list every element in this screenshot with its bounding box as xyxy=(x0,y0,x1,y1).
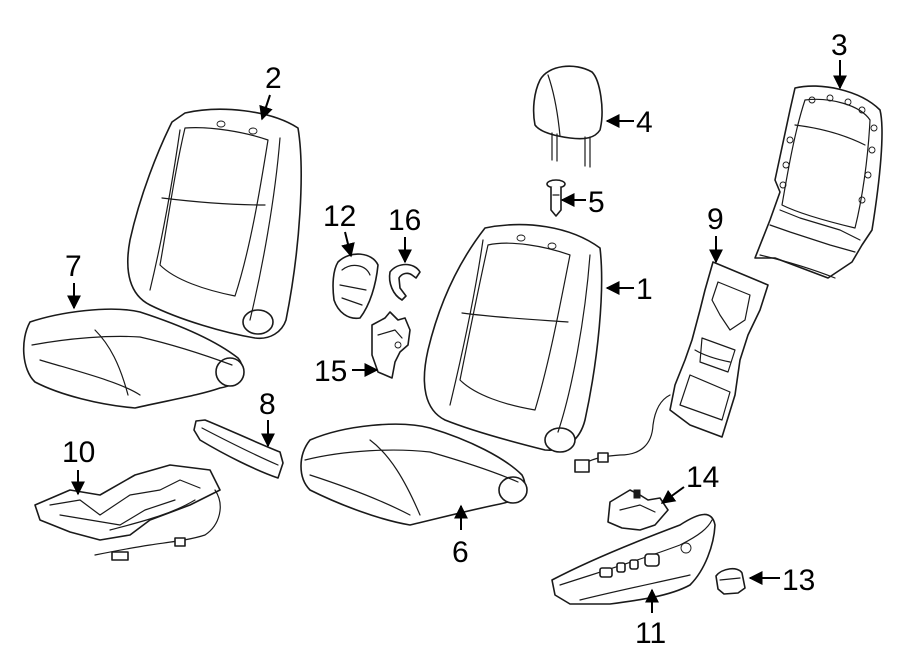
seat-back-cover-left xyxy=(127,108,302,340)
callout-8: 8 xyxy=(259,388,276,421)
callout-11: 11 xyxy=(635,617,666,650)
callout-3: 3 xyxy=(831,29,848,62)
callout-14: 14 xyxy=(686,461,719,494)
callout-6: 6 xyxy=(452,536,469,569)
recliner-cover xyxy=(332,253,379,320)
callout-7: 7 xyxy=(65,250,82,283)
adjuster-knob xyxy=(715,567,746,595)
arrow-12 xyxy=(341,231,355,258)
callout-4: 4 xyxy=(636,106,653,139)
arrow-14 xyxy=(660,486,685,504)
callout-5: 5 xyxy=(588,186,605,219)
arrow-2 xyxy=(259,94,273,121)
callout-16: 16 xyxy=(388,204,421,237)
headrest xyxy=(532,65,603,168)
callout-labels: 1 2 3 4 5 6 7 8 9 10 11 12 13 14 15 16 xyxy=(62,29,848,650)
callout-9: 9 xyxy=(707,203,724,236)
mounting-bracket xyxy=(371,311,411,379)
cushion-heater-left xyxy=(34,464,221,561)
trim-clip xyxy=(388,263,421,301)
callout-2: 2 xyxy=(265,62,282,95)
side-trim-panel xyxy=(193,419,284,479)
callout-arrows xyxy=(67,60,847,613)
callout-13: 13 xyxy=(782,564,815,597)
seat-back-frame xyxy=(754,85,883,279)
headrest-guide xyxy=(546,179,566,217)
seat-cushion-cover-left xyxy=(22,308,245,409)
callout-1: 1 xyxy=(636,273,653,306)
seat-back-heater xyxy=(574,261,769,473)
callout-15: 15 xyxy=(314,355,347,388)
seat-back-cover-center xyxy=(423,223,603,453)
switch-bracket xyxy=(607,489,669,531)
callout-12: 12 xyxy=(323,200,356,233)
callout-10: 10 xyxy=(62,436,95,469)
seat-cushion-cover-center xyxy=(300,423,528,526)
